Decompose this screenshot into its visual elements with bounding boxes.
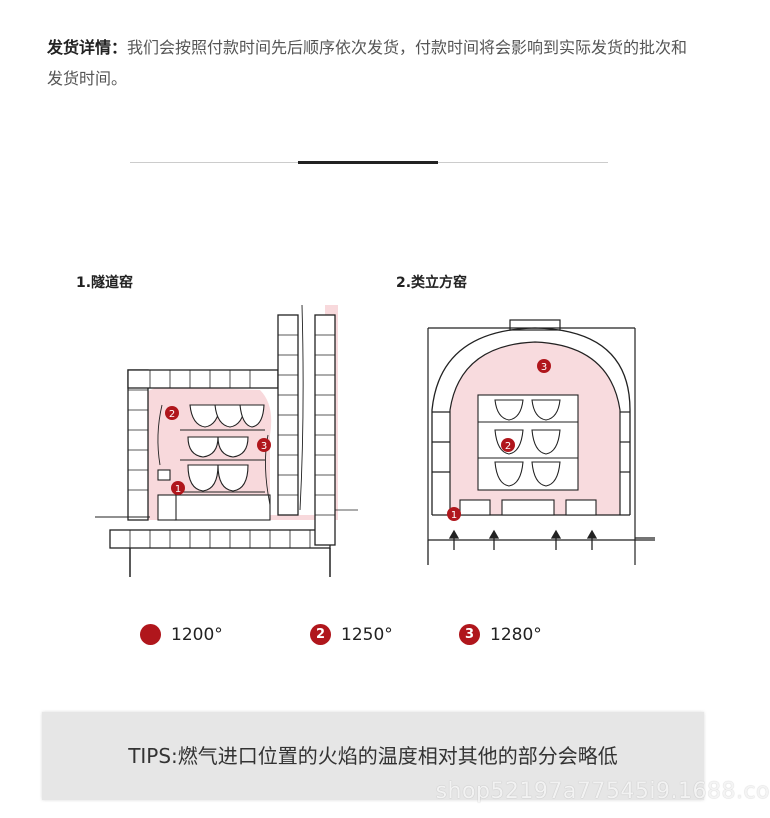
legend-value-1: 1200°	[171, 624, 223, 645]
marker-1: 1	[175, 484, 181, 495]
legend-value-2: 1250°	[341, 624, 393, 645]
legend-item-1250: 2 1250°	[310, 624, 393, 645]
notice-text: 我们会按照付款时间先后顺序依次发货，付款时间将会影响到实际发货的批次和发货时间。	[47, 38, 688, 88]
marker-2b: 2	[505, 441, 511, 452]
watermark: shop52197a77545i9.1688.co	[435, 779, 770, 804]
notice-label: 发货详情：	[47, 38, 128, 57]
legend-item-1280: 3 1280°	[459, 624, 542, 645]
marker-3: 3	[261, 441, 267, 452]
marker-2: 2	[169, 409, 175, 420]
tips-box: TIPS:燃气进口位置的火焰的温度相对其他的部分会略低	[42, 712, 704, 800]
cube-kiln-diagram: 1 2 3	[427, 319, 655, 565]
legend-item-1200: 1200°	[140, 624, 223, 645]
legend-dot-3: 3	[459, 624, 480, 645]
divider-accent	[298, 161, 438, 164]
shipping-notice: 发货详情：我们会按照付款时间先后顺序依次发货，付款时间将会影响到实际发货的批次和…	[47, 32, 697, 94]
marker-3b: 3	[541, 362, 547, 373]
tunnel-kiln-diagram: 1 2 3	[95, 304, 358, 577]
tips-text: TIPS:燃气进口位置的火焰的温度相对其他的部分会略低	[128, 744, 618, 768]
diagram-title-cube-kiln: 2.类立方窑	[396, 275, 468, 291]
legend-dot-1	[140, 624, 161, 645]
marker-1b: 1	[451, 510, 457, 521]
legend-value-3: 1280°	[490, 624, 542, 645]
legend-dot-2: 2	[310, 624, 331, 645]
diagram-title-tunnel-kiln: 1.隧道窑	[76, 275, 134, 291]
